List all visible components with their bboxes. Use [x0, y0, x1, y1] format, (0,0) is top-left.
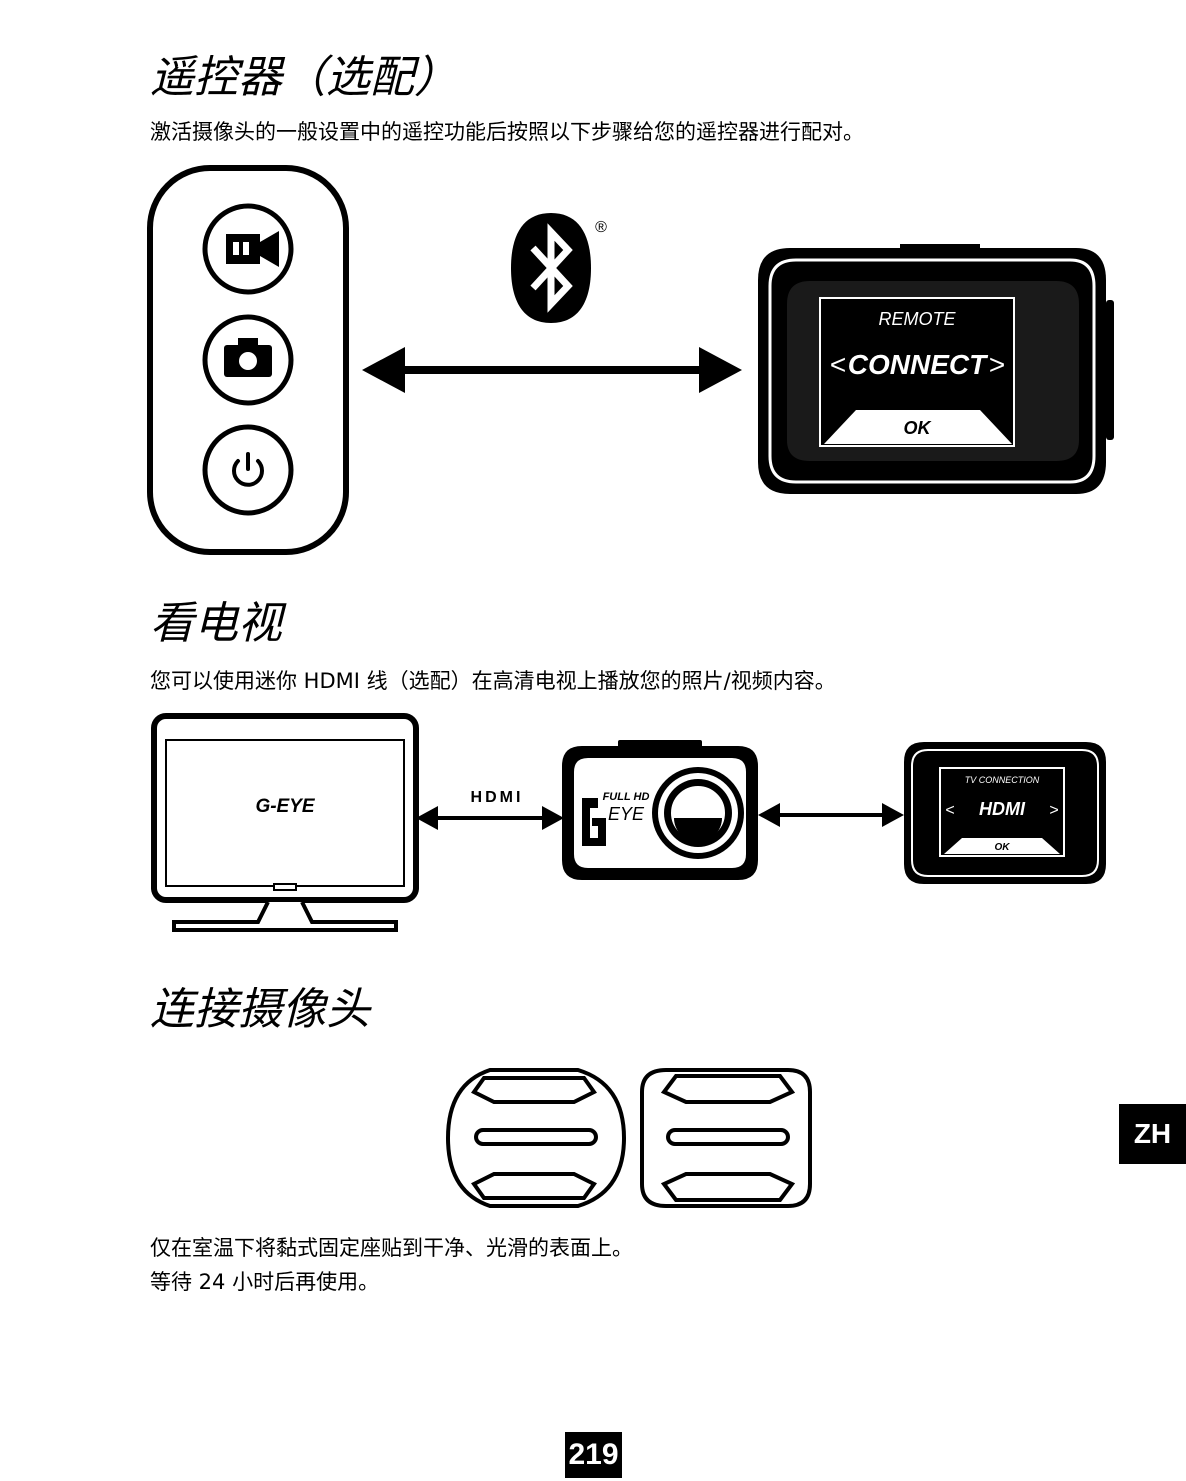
tv-screen-right-arrow: > — [1049, 802, 1058, 819]
curved-adhesive-mount — [642, 1070, 810, 1206]
tv-screen-left-arrow: < — [945, 802, 954, 819]
remote-screen-right-arrow: > — [989, 349, 1005, 380]
camera-front-logo: EYE — [608, 804, 645, 824]
video-camera-icon — [205, 206, 291, 292]
camera-back-remote: REMOTE < CONNECT > OK — [750, 240, 1116, 502]
page-number: 219 — [565, 1432, 622, 1478]
tv-screen-title: TV CONNECTION — [965, 775, 1040, 785]
power-icon — [205, 427, 291, 513]
camera-front-brand: FULL HD — [603, 791, 650, 803]
language-tab: ZH — [1119, 1104, 1186, 1164]
remote-control-illustration — [146, 164, 350, 556]
bluetooth-icon: ® — [508, 210, 618, 325]
adhesive-mounts-illustration — [444, 1064, 816, 1212]
tv-instruction: 您可以使用迷你 HDMI 线（选配）在高清电视上播放您的照片/视频内容。 — [150, 666, 836, 696]
mount-instruction-line2: 等待 24 小时后再使用。 — [150, 1267, 379, 1297]
remote-screen-value: CONNECT — [848, 349, 989, 380]
hdmi-cable-arrow: HDMI — [414, 786, 566, 842]
tv-screen-value: HDMI — [979, 799, 1026, 819]
camera-back-tv: TV CONNECTION < HDMI > OK — [900, 738, 1110, 888]
remote-screen-left-arrow: < — [830, 349, 846, 380]
hdmi-logo: HDMI — [471, 789, 524, 806]
remote-screen-ok: OK — [904, 418, 933, 438]
remote-screen-title: REMOTE — [878, 309, 956, 329]
camera-icon — [205, 317, 291, 403]
registered-mark: ® — [595, 219, 607, 236]
tv-screen-text: G-EYE — [255, 796, 315, 817]
remote-heading: 遥控器（选配） — [150, 56, 458, 100]
camera-link-double-arrow — [756, 798, 906, 832]
tv-screen-ok: OK — [995, 842, 1011, 853]
camera-front-illustration: FULL HD EYE — [558, 738, 762, 884]
flat-adhesive-mount — [448, 1070, 624, 1206]
pairing-double-arrow — [360, 345, 744, 395]
mount-instruction-line1: 仅在室温下将黏式固定座贴到干净、光滑的表面上。 — [150, 1233, 633, 1263]
mount-heading: 连接摄像头 — [150, 988, 370, 1032]
tv-illustration: G-EYE — [150, 712, 420, 936]
tv-heading: 看电视 — [150, 602, 282, 646]
remote-instruction: 激活摄像头的一般设置中的遥控功能后按照以下步骤给您的遥控器进行配对。 — [150, 117, 864, 147]
